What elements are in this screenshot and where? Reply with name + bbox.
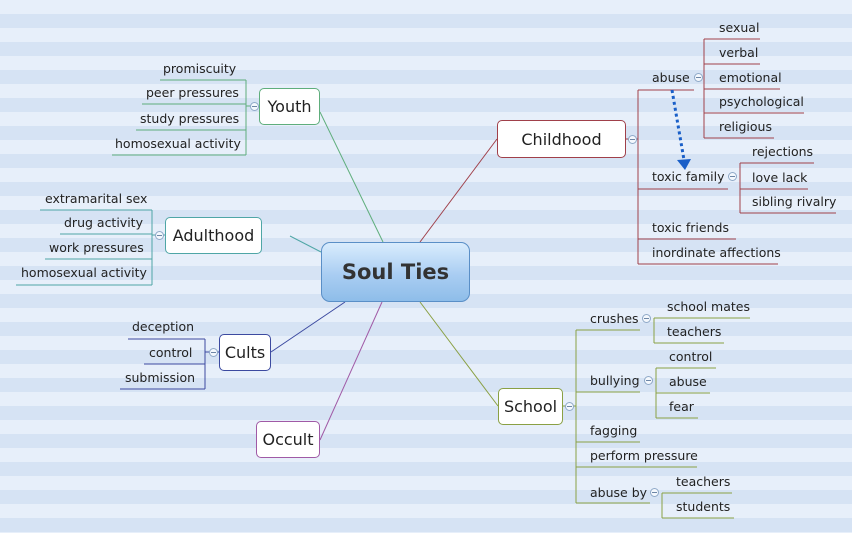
bullying-item[interactable]: abuse bbox=[669, 374, 707, 389]
adulthood-item[interactable]: homosexual activity bbox=[21, 265, 147, 280]
school-abuse-by[interactable]: abuse by bbox=[590, 485, 648, 500]
abuse-item[interactable]: religious bbox=[719, 119, 772, 134]
topic-adulthood[interactable]: Adulthood bbox=[165, 217, 262, 254]
toxic-family-item[interactable]: sibling rivalry bbox=[752, 194, 837, 209]
relation-arrow bbox=[670, 89, 686, 161]
collapse-icon[interactable] bbox=[650, 488, 659, 497]
abuse-item[interactable]: psychological bbox=[719, 94, 804, 109]
topic-cults[interactable]: Cults bbox=[219, 334, 271, 371]
collapse-icon[interactable] bbox=[728, 172, 737, 181]
branch-childhood bbox=[419, 138, 498, 243]
youth-item[interactable]: study pressures bbox=[140, 111, 240, 126]
childhood-abuse[interactable]: abuse bbox=[652, 70, 690, 85]
school-perform-pressure[interactable]: perform pressure bbox=[590, 448, 698, 463]
branch-adulthood bbox=[289, 235, 322, 253]
collapse-icon[interactable] bbox=[209, 348, 218, 357]
abuse-by-item[interactable]: teachers bbox=[676, 474, 731, 489]
central-topic[interactable]: Soul Ties bbox=[321, 242, 470, 302]
school-bullying[interactable]: bullying bbox=[590, 373, 640, 388]
branch-school bbox=[419, 301, 499, 407]
branch-occult bbox=[319, 301, 383, 441]
topic-school[interactable]: School bbox=[498, 388, 563, 425]
adulthood-item[interactable]: drug activity bbox=[64, 215, 143, 230]
youth-item[interactable]: promiscuity bbox=[163, 61, 237, 76]
abuse-item[interactable]: emotional bbox=[719, 70, 782, 85]
school-fagging[interactable]: fagging bbox=[590, 423, 638, 438]
bullying-item[interactable]: control bbox=[669, 349, 713, 364]
toxic-family-item[interactable]: love lack bbox=[752, 170, 808, 185]
abuse-item[interactable]: verbal bbox=[719, 45, 759, 60]
childhood-inordinate-affections[interactable]: inordinate affections bbox=[652, 245, 781, 260]
topic-youth[interactable]: Youth bbox=[259, 88, 320, 125]
collapse-icon[interactable] bbox=[155, 231, 164, 240]
collapse-icon[interactable] bbox=[250, 102, 259, 111]
adulthood-item[interactable]: work pressures bbox=[49, 240, 144, 255]
childhood-toxic-family[interactable]: toxic family bbox=[652, 169, 725, 184]
collapse-icon[interactable] bbox=[628, 135, 637, 144]
cults-item[interactable]: control bbox=[149, 345, 193, 360]
crushes-item[interactable]: school mates bbox=[667, 299, 750, 314]
abuse-by-item[interactable]: students bbox=[676, 499, 731, 514]
collapse-icon[interactable] bbox=[694, 73, 703, 82]
collapse-icon[interactable] bbox=[642, 314, 651, 323]
cults-item[interactable]: submission bbox=[125, 370, 196, 385]
topic-childhood[interactable]: Childhood bbox=[497, 120, 626, 158]
cults-item[interactable]: deception bbox=[132, 319, 195, 334]
crushes-item[interactable]: teachers bbox=[667, 324, 722, 339]
childhood-toxic-friends[interactable]: toxic friends bbox=[652, 220, 729, 235]
branch-cults bbox=[270, 301, 346, 353]
adulthood-item[interactable]: extramarital sex bbox=[45, 191, 148, 206]
relation-arrowhead bbox=[677, 159, 691, 170]
abuse-item[interactable]: sexual bbox=[719, 20, 760, 35]
bullying-item[interactable]: fear bbox=[669, 399, 694, 414]
youth-item[interactable]: homosexual activity bbox=[115, 136, 241, 151]
toxic-family-item[interactable]: rejections bbox=[752, 144, 814, 159]
school-crushes[interactable]: crushes bbox=[590, 311, 639, 326]
collapse-icon[interactable] bbox=[565, 402, 574, 411]
collapse-icon[interactable] bbox=[644, 376, 653, 385]
branch-youth bbox=[319, 111, 384, 243]
youth-item[interactable]: peer pressures bbox=[146, 85, 239, 100]
topic-occult[interactable]: Occult bbox=[256, 421, 320, 458]
